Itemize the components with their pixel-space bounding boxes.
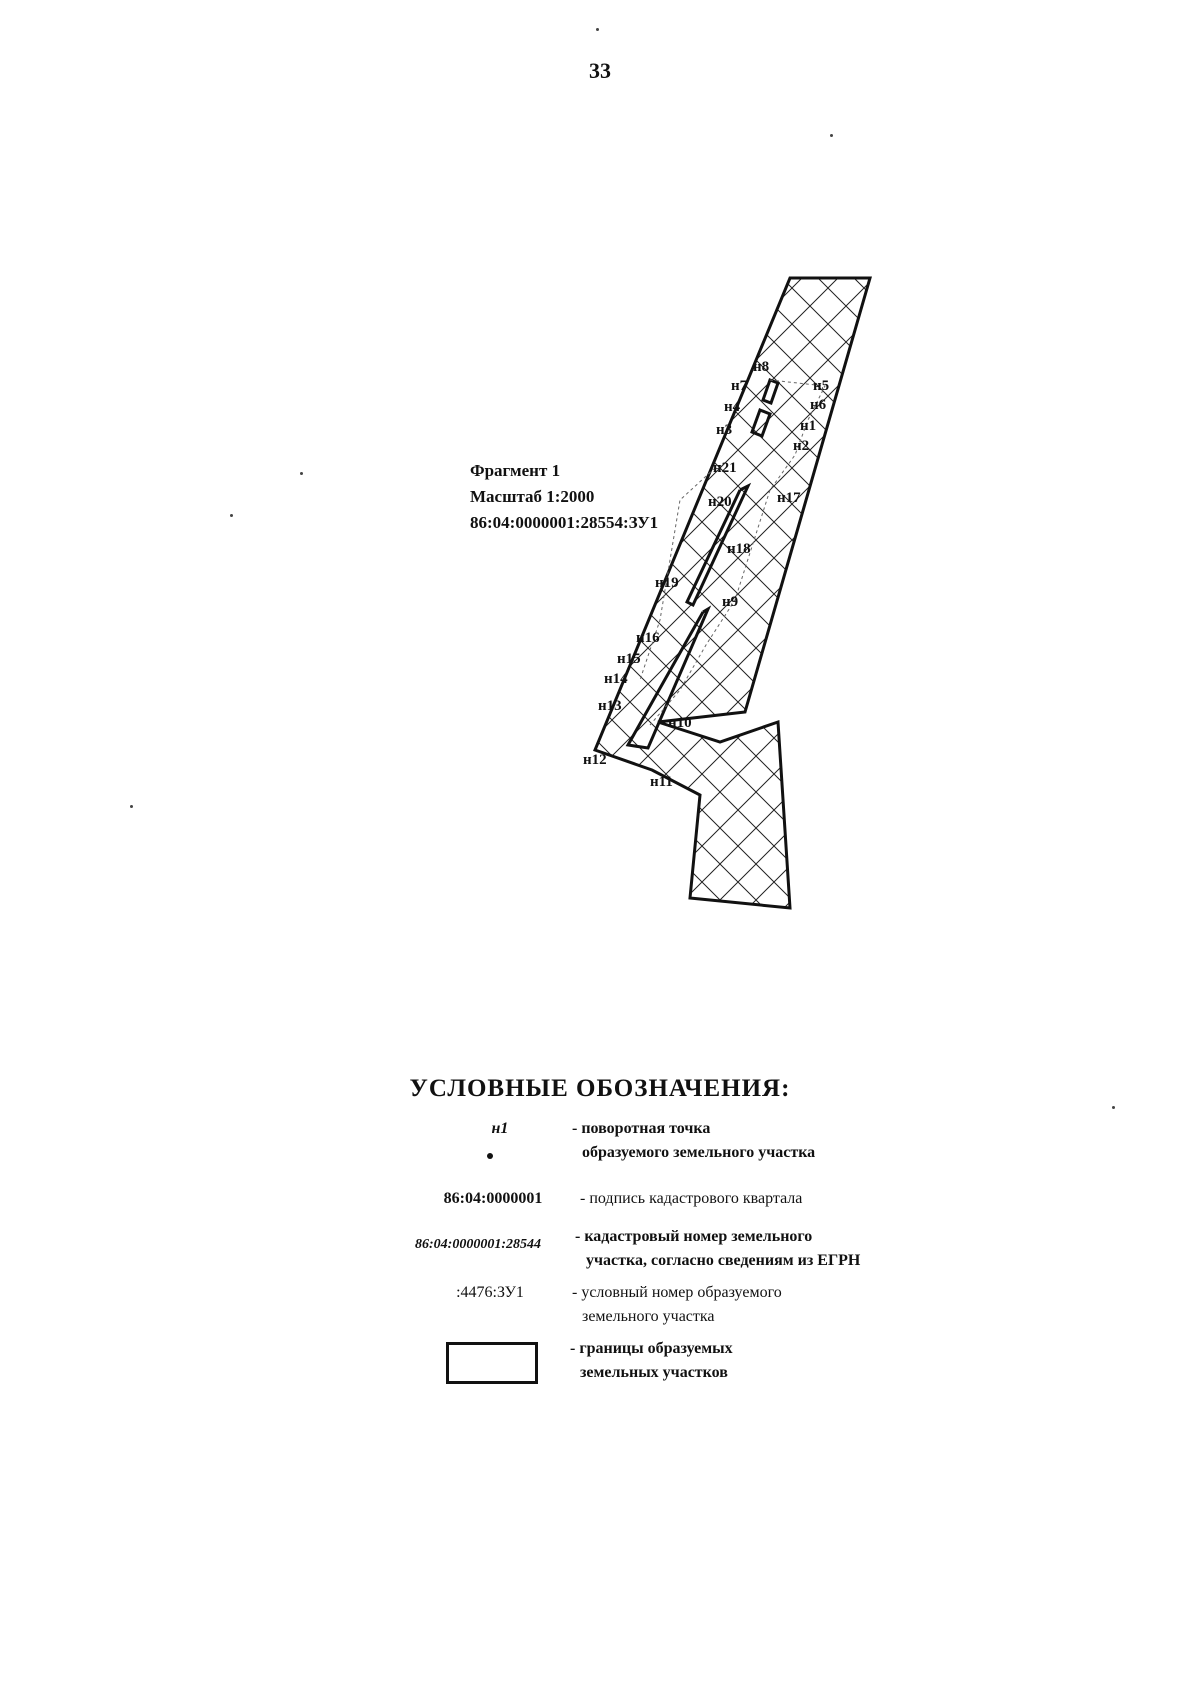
- legend-item-conditional-number: :4476:ЗУ1 - условный номер образуемого з…: [0, 1282, 1200, 1332]
- legend-desc-line1: - поворотная точка: [572, 1120, 711, 1137]
- point-label-n21: н21: [713, 460, 737, 476]
- point-label-n13: н13: [598, 698, 622, 714]
- adjacent-boundary-lines: [639, 379, 826, 726]
- legend-symbol-point-label: н1: [491, 1120, 509, 1137]
- point-label-n1: н1: [800, 418, 816, 434]
- fragment-scale: Масштаб 1:2000: [470, 487, 595, 506]
- legend-desc-line2: образуемого земельного участка: [582, 1144, 816, 1161]
- point-label-n11: н11: [650, 774, 673, 790]
- point-label-n9: н9: [722, 594, 738, 610]
- point-label-n5: н5: [813, 378, 829, 394]
- fragment-caption: Фрагмент 1 Масштаб 1:2000 86:04:0000001:…: [470, 458, 658, 536]
- legend-desc-line2: земельного участка: [582, 1308, 715, 1325]
- point-dot-icon: [480, 1144, 500, 1166]
- cadastral-map: н8 н7 н5 н6 н4 н1 н3 н2 н21 н20 н17 н18 …: [583, 276, 872, 910]
- land-parcel-strip: [593, 276, 872, 910]
- fragment-parcel-id: 86:04:0000001:28554:ЗУ1: [470, 513, 659, 532]
- scan-speck: [300, 472, 303, 475]
- point-label-n3: н3: [716, 422, 732, 438]
- point-label-n18: н18: [727, 541, 751, 557]
- point-label-n2: н2: [793, 438, 809, 454]
- fragment-title: Фрагмент 1: [470, 461, 561, 480]
- legend-symbol-cadastral-number: 86:04:0000001:28544: [415, 1237, 541, 1252]
- point-label-n8: н8: [753, 359, 769, 375]
- scan-speck: [130, 805, 133, 808]
- point-label-n4: н4: [724, 399, 741, 415]
- legend-desc-line2: земельных участков: [580, 1364, 728, 1381]
- legend-desc-line1: - подпись кадастрового квартала: [580, 1190, 803, 1207]
- legend-item-cadastral-quarter: 86:04:0000001 - подпись кадастрового ква…: [0, 1188, 1200, 1212]
- point-label-n17: н17: [777, 490, 801, 506]
- scan-speck: [1112, 1106, 1115, 1109]
- legend-desc-line2: участка, согласно сведениям из ЕГРН: [586, 1252, 861, 1269]
- legend-item-cadastral-number: 86:04:0000001:28544 - кадастровый номер …: [0, 1226, 1200, 1276]
- legend-item-turning-point: н1 - поворотная точка образуемого земель…: [0, 1118, 1200, 1168]
- point-label-n12: н12: [583, 752, 607, 768]
- parcel-boundaries: [625, 378, 780, 750]
- legend-symbol-quarter: 86:04:0000001: [443, 1190, 543, 1207]
- legend-item-boundaries: - границы образуемых земельных участков: [0, 1338, 1200, 1388]
- scan-speck: [830, 134, 833, 137]
- point-label-n7: н7: [731, 378, 748, 394]
- scan-speck: [596, 28, 599, 31]
- point-label-n19: н19: [655, 575, 679, 591]
- point-label-n6: н6: [810, 397, 827, 413]
- legend-desc-line1: - границы образуемых: [570, 1340, 733, 1357]
- legend-title: УСЛОВНЫЕ ОБОЗНАЧЕНИЯ:: [409, 1075, 791, 1102]
- point-label-n10: н10: [668, 715, 692, 731]
- point-label-n14: н14: [604, 671, 628, 687]
- legend-desc-line1: - кадастровый номер земельного: [575, 1228, 813, 1245]
- point-label-n20: н20: [708, 494, 732, 510]
- page-number: 33: [589, 58, 611, 83]
- legend-symbol-conditional-number: :4476:ЗУ1: [456, 1284, 524, 1301]
- point-label-n15: н15: [617, 651, 641, 667]
- boundary-box-icon: [446, 1342, 538, 1384]
- legend-desc-line1: - условный номер образуемого: [572, 1284, 782, 1301]
- scan-speck: [230, 514, 233, 517]
- point-label-n16: н16: [636, 630, 660, 646]
